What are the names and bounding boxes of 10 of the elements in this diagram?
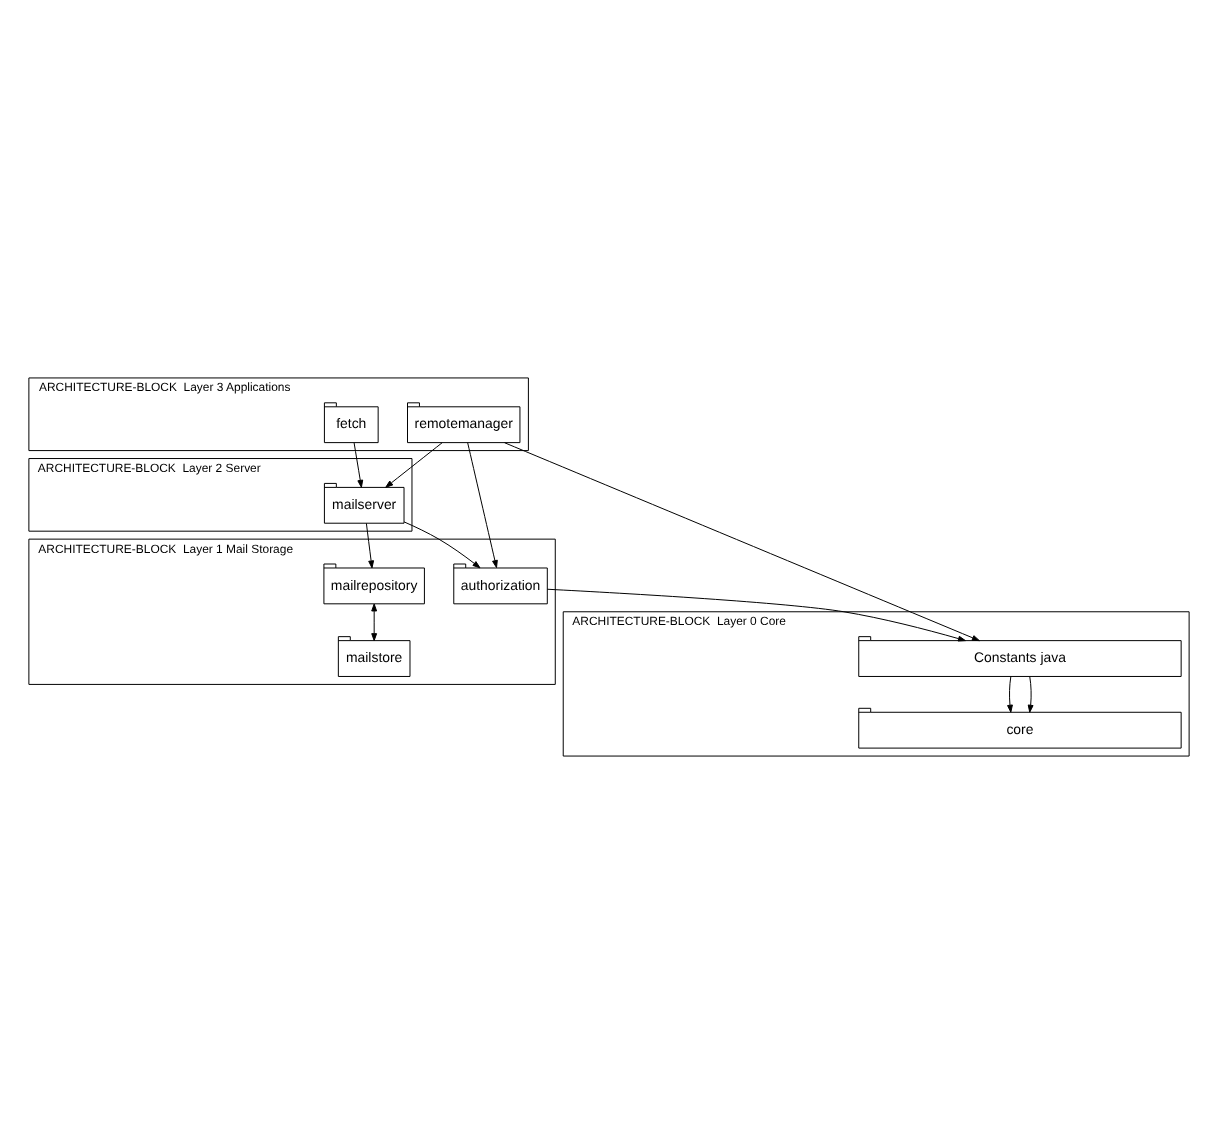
- arrow: [504, 442, 980, 642]
- arrow: [1027, 676, 1034, 713]
- arrow: [403, 521, 481, 569]
- arrow: [365, 522, 375, 569]
- arrow: [371, 603, 378, 642]
- arrow: [353, 442, 364, 488]
- arrow: [385, 442, 443, 488]
- arrow: [467, 442, 498, 568]
- arrow: [1007, 676, 1013, 713]
- arrow: [546, 588, 966, 642]
